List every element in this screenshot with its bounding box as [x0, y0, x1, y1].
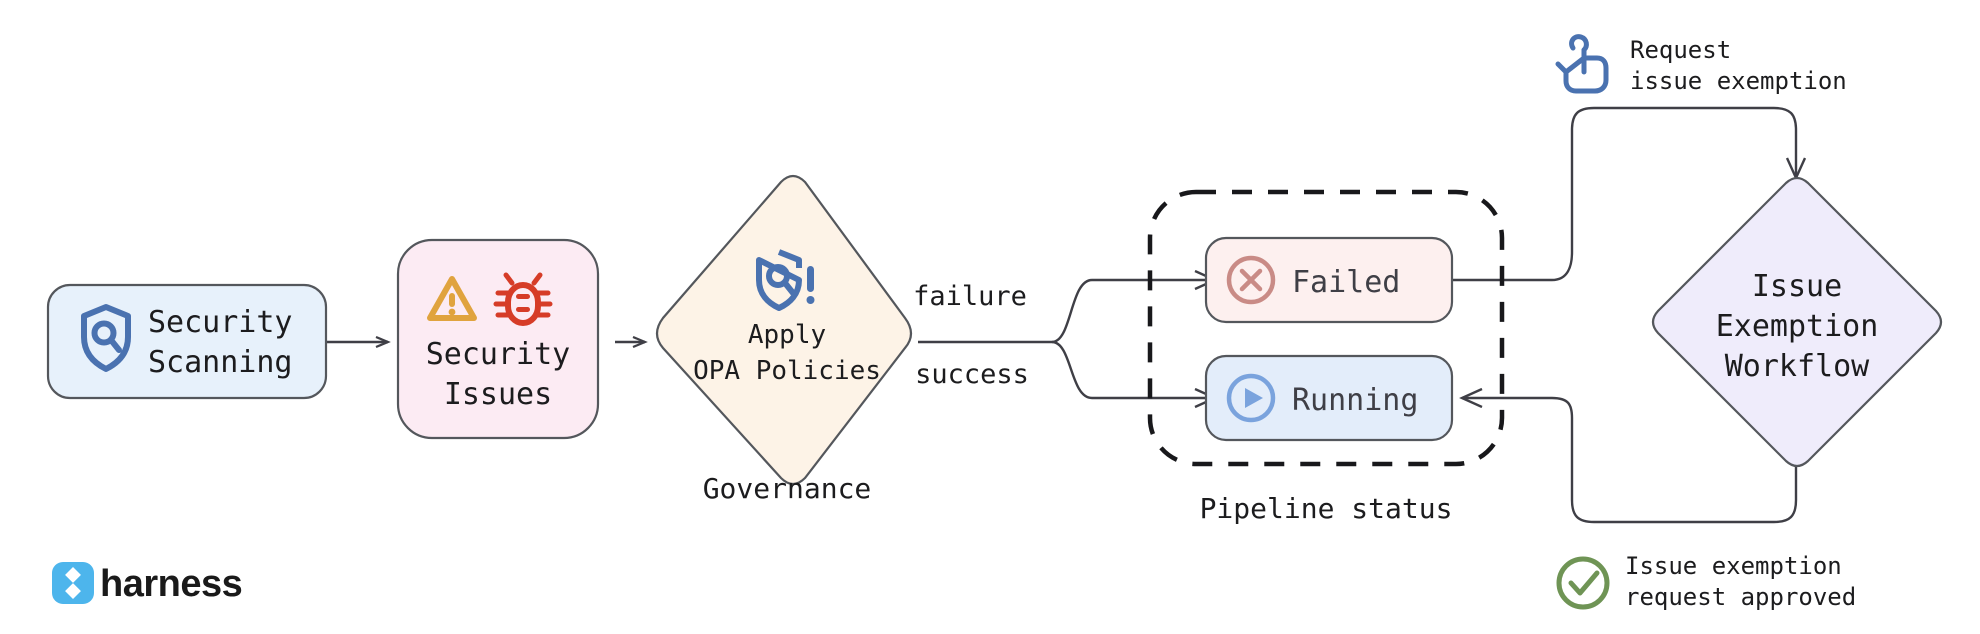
annotation-request-approved: Issue exemption request approved — [1556, 552, 1856, 611]
running-label: Running — [1292, 383, 1418, 418]
security-scanning-label-line1: Security — [148, 305, 293, 340]
annotation-request-exemption: Request issue exemption — [1555, 34, 1847, 95]
edge-success-to-running — [1051, 340, 1215, 398]
node-apply-opa-policies[interactable]: Apply OPA Policies Governance — [655, 174, 913, 505]
check-circle-icon — [1556, 556, 1610, 610]
apply-opa-label-line1: Apply — [748, 320, 826, 350]
edge-failed-to-exemption-workflow — [1452, 106, 1796, 282]
pipeline-status-group: Pipeline status — [1147, 189, 1505, 525]
security-scanning-box[interactable] — [46, 283, 328, 400]
node-running[interactable]: Running — [1204, 354, 1454, 442]
hand-click-icon — [1555, 34, 1609, 94]
edge-failure-to-failed — [1051, 280, 1215, 344]
running-box[interactable] — [1204, 354, 1454, 442]
edge-label-success: success — [915, 359, 1029, 390]
edge-exemption-workflow-to-running — [1462, 398, 1798, 524]
shield-search-alert-icon — [756, 249, 815, 311]
request-exemption-line1: Request — [1630, 36, 1731, 64]
security-scanning-label-line2: Scanning — [148, 345, 293, 380]
shield-search-icon — [81, 304, 131, 372]
edge-label-failure: failure — [913, 281, 1027, 312]
harness-logo-icon — [52, 562, 94, 604]
bug-icon — [493, 272, 553, 326]
security-issues-label-line2: Issues — [444, 377, 552, 412]
apply-opa-label-line2: OPA Policies — [693, 356, 881, 386]
request-approved-line2: request approved — [1625, 583, 1856, 611]
play-circle-icon — [1226, 373, 1276, 423]
issue-exemption-label-line1: Issue — [1752, 269, 1842, 304]
node-security-scanning[interactable]: Security Scanning — [46, 283, 328, 400]
harness-brand-name: harness — [100, 563, 242, 605]
node-security-issues[interactable]: Security Issues — [396, 238, 600, 440]
pipeline-status-caption: Pipeline status — [1200, 492, 1453, 525]
request-exemption-line2: issue exemption — [1630, 67, 1847, 95]
issue-exemption-diamond[interactable] — [1651, 176, 1943, 468]
failed-box[interactable] — [1204, 236, 1454, 324]
issue-exemption-label-line3: Workflow — [1725, 349, 1870, 384]
issue-exemption-label-line2: Exemption — [1716, 309, 1879, 344]
node-failed[interactable]: Failed — [1204, 236, 1454, 324]
request-approved-line1: Issue exemption — [1625, 552, 1842, 580]
warning-triangle-icon — [427, 276, 477, 321]
governance-caption: Governance — [703, 472, 872, 505]
security-issues-label-line1: Security — [426, 337, 571, 372]
failed-label: Failed — [1292, 265, 1400, 300]
apply-opa-diamond[interactable] — [655, 174, 913, 486]
node-issue-exemption-workflow[interactable]: Issue Exemption Workflow — [1651, 176, 1943, 468]
x-circle-icon — [1226, 255, 1276, 305]
harness-brand: harness — [52, 562, 243, 605]
